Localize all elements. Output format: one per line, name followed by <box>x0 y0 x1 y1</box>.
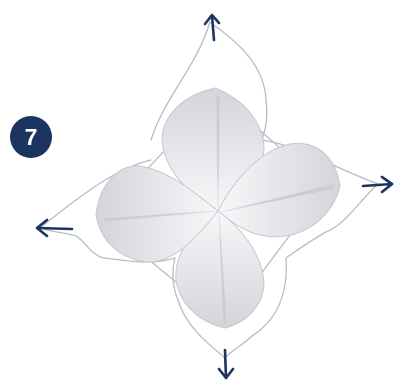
step-badge: 7 <box>10 116 52 158</box>
step-number: 7 <box>25 124 38 150</box>
